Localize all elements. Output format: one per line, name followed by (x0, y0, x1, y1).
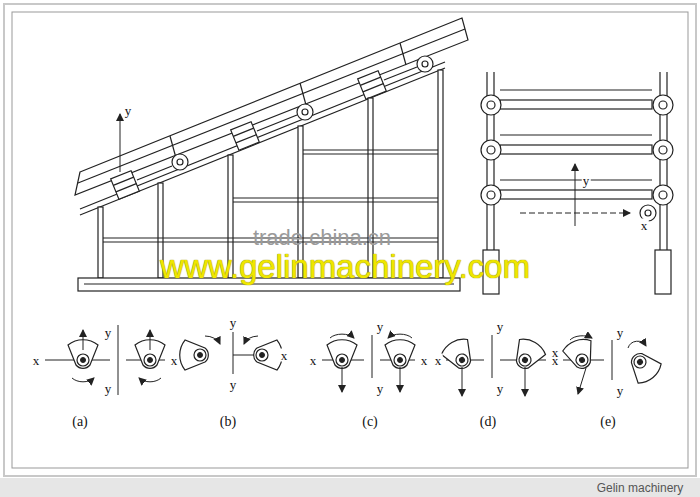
axis-label: y (616, 326, 625, 339)
axis-label: y (104, 382, 113, 395)
footer-band (0, 478, 700, 497)
watermark: Gelin machinery (597, 482, 684, 494)
axis-label: x (640, 219, 649, 232)
axis-label: y (376, 382, 385, 395)
watermark: trade.china.cn (253, 227, 391, 249)
axis-label: x (170, 354, 179, 367)
axis-label: y (616, 384, 625, 397)
watermark: www.gelinmachinery.com (160, 250, 530, 283)
inner-frame (12, 12, 688, 468)
exciter-diagrams (45, 325, 665, 396)
axis-label: x (420, 354, 429, 367)
figure-caption: (d) (479, 415, 497, 429)
figure-caption: (b) (219, 415, 237, 429)
axis-label: y (104, 326, 113, 339)
figure-caption: (c) (361, 415, 379, 429)
figure-caption: (e) (599, 415, 617, 429)
figure-caption: (a) (71, 415, 89, 429)
axis-label: x (309, 354, 318, 367)
axis-label: y (229, 316, 238, 329)
axis-label: x (32, 354, 41, 367)
axis-line (120, 114, 121, 172)
axis-line (575, 164, 576, 226)
axis-label: x (280, 349, 289, 362)
axis-line (520, 213, 630, 214)
axis-label: y (124, 104, 133, 117)
axis-label: y (496, 382, 505, 395)
axis-label: x (434, 354, 443, 367)
axis-label: y (496, 320, 505, 333)
axis-label: y (376, 320, 385, 333)
axis-label: y (229, 378, 238, 391)
axis-label: x (551, 346, 560, 359)
axis-label: y (582, 174, 591, 187)
outer-frame (4, 4, 696, 476)
